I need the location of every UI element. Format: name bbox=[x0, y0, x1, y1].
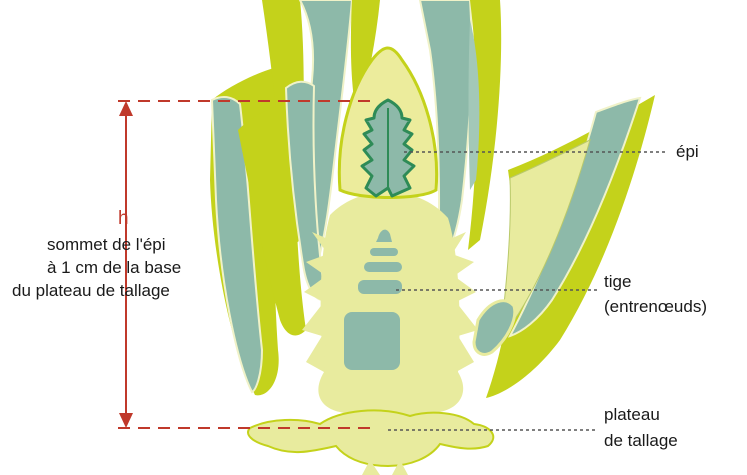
main-stem bbox=[318, 192, 463, 417]
measure-arrowhead-top bbox=[119, 101, 133, 116]
plant-illustration bbox=[210, 0, 655, 475]
measure-desc-line2: à 1 cm de la base bbox=[47, 258, 181, 277]
tillering-plateau bbox=[248, 410, 493, 466]
plateau-label-line2: de tallage bbox=[604, 431, 678, 450]
epi-label: épi bbox=[676, 142, 699, 161]
plateau-label-line1: plateau bbox=[604, 405, 660, 424]
measure-description: sommet de l'épi à 1 cm de la base du pla… bbox=[12, 235, 181, 300]
measure-desc-line1: sommet de l'épi bbox=[47, 235, 166, 254]
internode-5 bbox=[344, 312, 400, 370]
tige-label-line1: tige bbox=[604, 272, 631, 291]
measure-arrowhead-bottom bbox=[119, 413, 133, 428]
internode-2 bbox=[370, 248, 398, 256]
internode-4 bbox=[358, 280, 402, 294]
tige-label-line2: (entrenœuds) bbox=[604, 297, 707, 316]
measure-desc-line3: du plateau de tallage bbox=[12, 281, 170, 300]
tige-label: tige (entrenœuds) bbox=[604, 272, 707, 316]
plateau-label: plateau de tallage bbox=[604, 405, 678, 450]
internode-3 bbox=[364, 262, 402, 272]
measure-h-label: h bbox=[118, 208, 129, 229]
